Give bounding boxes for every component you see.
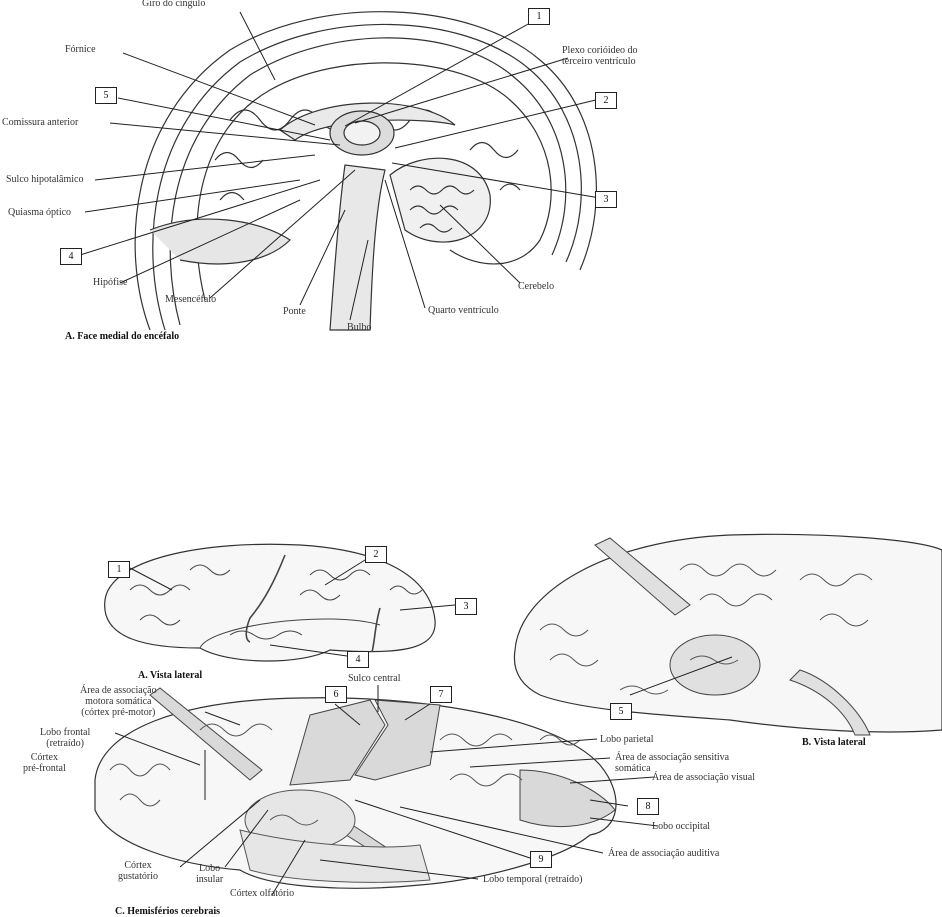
- label-area-motora-line1: Área de associação: [80, 685, 157, 696]
- label-bulbo: Bulbo: [347, 322, 372, 333]
- label-cortex-prefrontal-line2: pré-frontal: [23, 763, 66, 774]
- label-lobo-insular-line1: Lobo: [199, 863, 221, 874]
- label-quiasma-optico: Quiasma óptico: [8, 207, 72, 218]
- label-area-sensitiva-line2: somática: [615, 763, 651, 774]
- number-box-5: 5: [95, 87, 117, 104]
- number-box-c-9: 9: [530, 851, 552, 868]
- hemispheres-panel: Área de associação motora somática (córt…: [0, 670, 942, 917]
- label-cortex-prefrontal: Córtex pré-frontal: [23, 752, 66, 774]
- label-lobo-insular: Lobo insular: [196, 863, 223, 885]
- label-plexo-line2: terceiro ventrículo: [562, 56, 636, 67]
- label-lobo-parietal: Lobo parietal: [600, 734, 654, 745]
- label-area-sensitiva: Área de associação sensitiva somática: [615, 752, 729, 774]
- number-box-c-6: 6: [325, 686, 347, 703]
- label-plexo-line1: Plexo corióideo do: [562, 45, 638, 56]
- label-cortex-gustatorio: Córtex gustatório: [118, 860, 158, 882]
- caption-hemispheres: C. Hemisférios cerebrais: [115, 906, 221, 917]
- lateral-view-b-panel: 5 B. Vista lateral: [500, 520, 942, 750]
- label-cortex-gustatorio-line1: Córtex: [124, 860, 152, 871]
- label-lobo-frontal: Lobo frontal (retraído): [40, 727, 90, 749]
- label-area-sensitiva-line1: Área de associação sensitiva: [615, 752, 730, 763]
- label-comissura-anterior: Comissura anterior: [2, 117, 79, 128]
- label-lobo-occipital: Lobo occipital: [652, 821, 711, 832]
- label-quarto-ventriculo: Quarto ventrículo: [428, 305, 499, 316]
- lateral-view-a-panel: 1 2 3 4 A. Vista lateral: [0, 530, 520, 681]
- lateral-brain-b-illustration: [513, 533, 942, 736]
- label-area-visual: Área de associação visual: [652, 772, 756, 783]
- label-area-auditiva: Área de associação auditiva: [608, 848, 720, 859]
- number-box-c-7: 7: [430, 686, 452, 703]
- number-box-c-8: 8: [637, 798, 659, 815]
- label-sulco-hipotalamico: Sulco hipotalâmico: [6, 174, 84, 185]
- number-box-4: 4: [60, 248, 82, 265]
- label-mesencefalo: Mesencéfalo: [165, 294, 217, 305]
- label-area-motora-line3: (córtex pré-motor): [81, 707, 156, 718]
- label-plexo-corioideo: Plexo corióideo do terceiro ventrículo: [562, 45, 638, 67]
- label-sulco-central: Sulco central: [348, 673, 401, 684]
- number-box-1: 1: [528, 8, 550, 25]
- number-box-3: 3: [595, 191, 617, 208]
- label-lobo-insular-line2: insular: [196, 874, 224, 885]
- number-box-a-4: 4: [347, 651, 369, 668]
- label-lobo-frontal-line2: (retraído): [46, 738, 85, 749]
- medial-brain-illustration: [79, 11, 601, 331]
- label-lobo-temporal: Lobo temporal (retraído): [483, 874, 583, 885]
- caption-medial-view: A. Face medial do encéfalo: [65, 331, 180, 342]
- caption-lateral-view-a: A. Vista lateral: [138, 670, 203, 681]
- label-lobo-frontal-line1: Lobo frontal: [40, 727, 91, 738]
- medial-view-panel: Giro do cíngulo Fórnice Comissura anteri…: [0, 0, 942, 350]
- number-box-2: 2: [595, 92, 617, 109]
- number-box-b-5: 5: [610, 703, 632, 720]
- label-cortex-gustatorio-line2: gustatório: [118, 871, 158, 882]
- label-area-motora-line2: motora somática: [85, 696, 152, 707]
- label-cerebelo: Cerebelo: [518, 281, 555, 292]
- number-box-a-1: 1: [108, 561, 130, 578]
- hemispheres-illustration: [94, 685, 659, 896]
- caption-lateral-view-b: B. Vista lateral: [802, 737, 866, 748]
- label-cortex-prefrontal-line1: Córtex: [30, 752, 58, 763]
- label-giro-cingulo: Giro do cíngulo: [142, 0, 206, 9]
- number-box-a-2: 2: [365, 546, 387, 563]
- label-ponte: Ponte: [283, 306, 306, 317]
- label-hipofise: Hipófise: [93, 277, 128, 288]
- label-cortex-olfatorio: Córtex olfatório: [230, 888, 295, 899]
- lateral-brain-a-illustration: [104, 543, 456, 662]
- label-area-motora: Área de associação motora somática (córt…: [80, 685, 157, 718]
- label-fornice: Fórnice: [65, 44, 96, 55]
- number-box-a-3: 3: [455, 598, 477, 615]
